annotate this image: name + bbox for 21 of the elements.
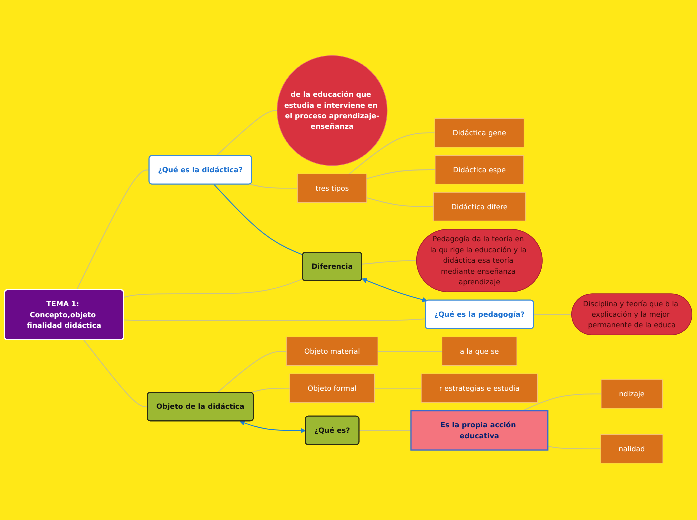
arrow bbox=[362, 278, 428, 303]
connector bbox=[349, 133, 436, 176]
connector bbox=[366, 170, 436, 180]
connector bbox=[359, 430, 412, 432]
arrow bbox=[240, 421, 306, 434]
connector bbox=[378, 351, 443, 352]
connector bbox=[76, 170, 150, 292]
connector bbox=[522, 394, 602, 412]
connector bbox=[84, 340, 148, 408]
connector bbox=[217, 351, 288, 394]
connector bbox=[362, 260, 418, 266]
connector bbox=[374, 388, 422, 390]
connector bbox=[548, 446, 602, 450]
connector bbox=[124, 278, 304, 299]
connector bbox=[124, 319, 426, 322]
connector bbox=[366, 198, 434, 208]
connector bbox=[534, 314, 573, 316]
connector bbox=[250, 388, 290, 394]
connector bbox=[216, 110, 278, 157]
connector bbox=[214, 184, 304, 256]
connector bbox=[250, 184, 298, 190]
